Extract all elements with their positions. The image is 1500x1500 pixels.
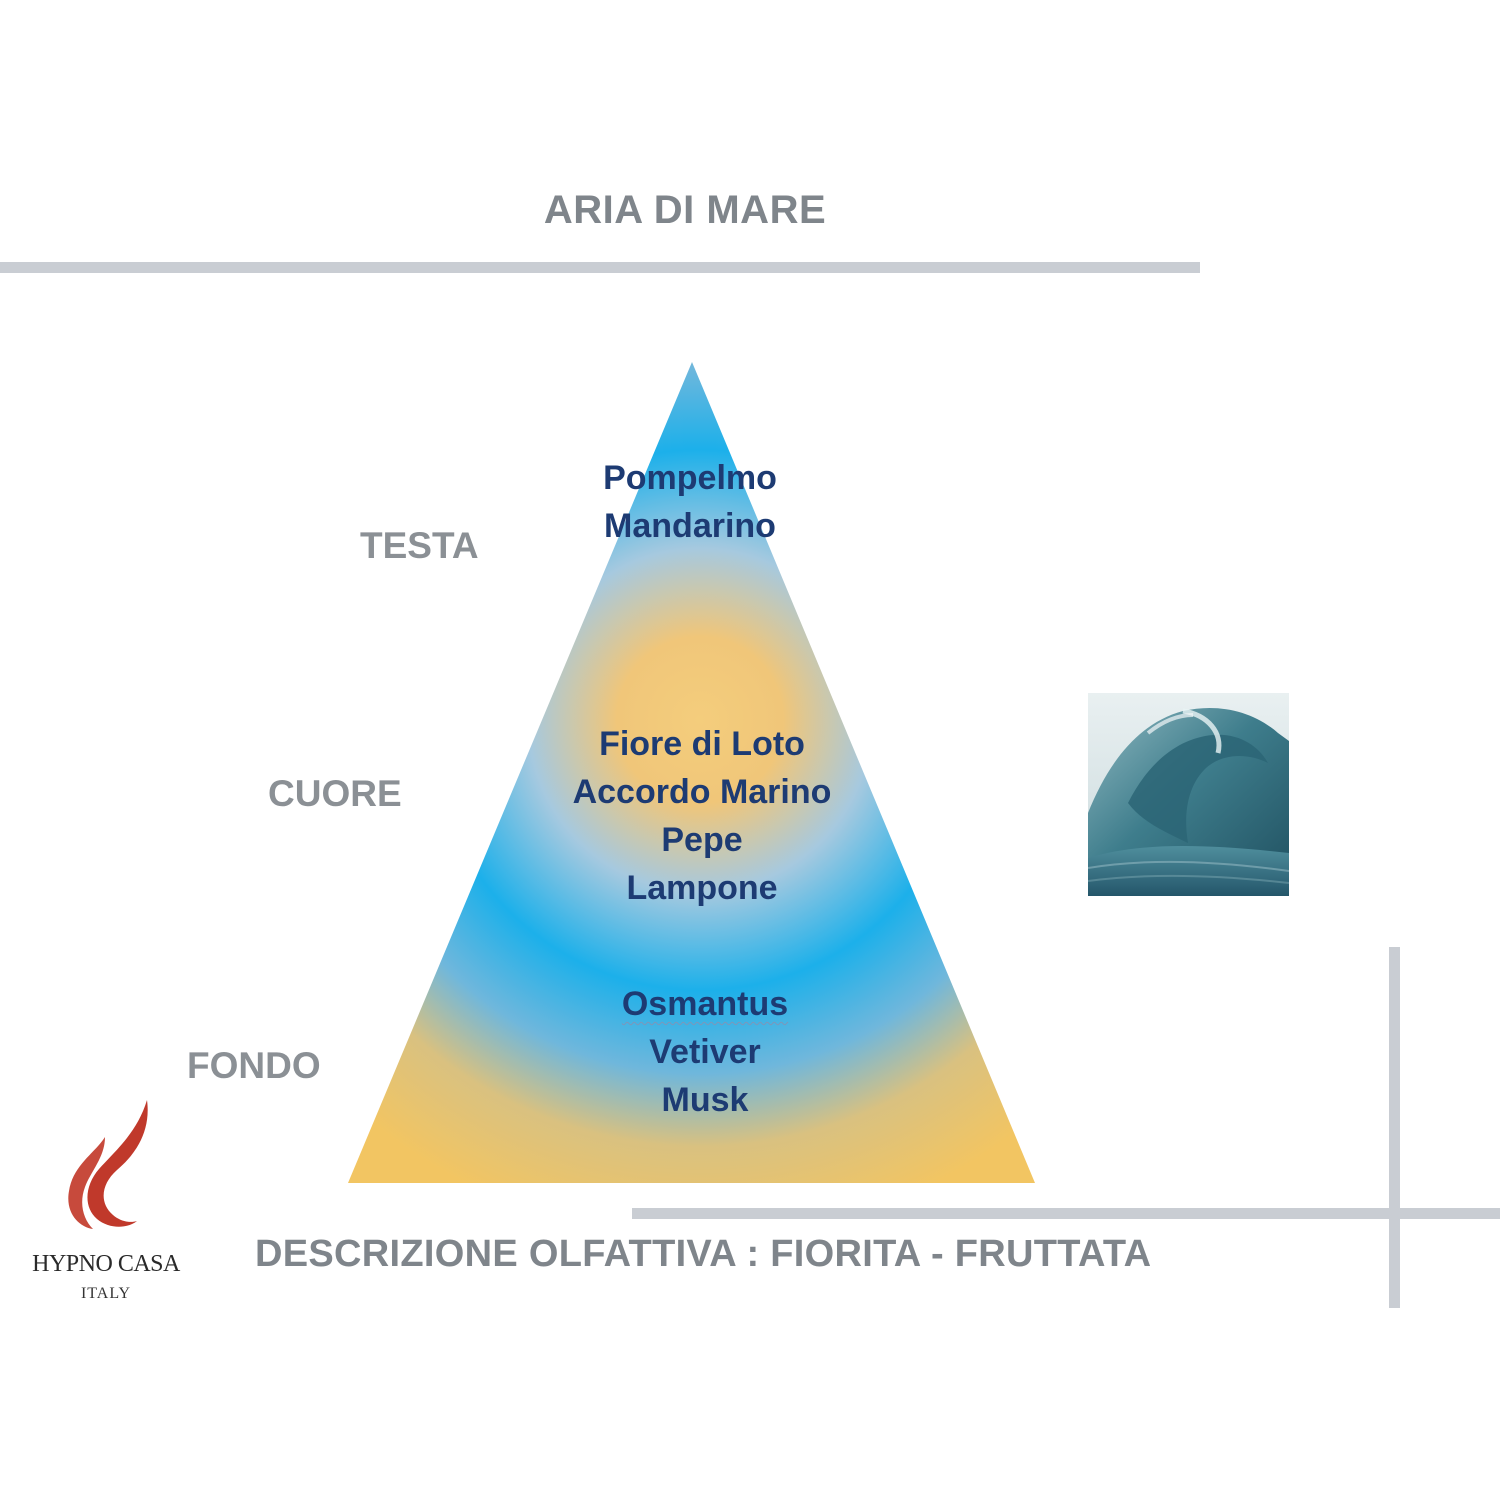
logo-subtitle: ITALY	[80, 1285, 132, 1302]
pyramid-shape	[348, 362, 1035, 1183]
base-notes: Osmantus Vetiver Musk	[560, 980, 850, 1124]
logo-name: HYPNO CASA	[32, 1251, 180, 1277]
note-item: Fiore di Loto	[599, 725, 805, 763]
note-item: Vetiver	[649, 1033, 761, 1071]
ocean-wave-icon	[1088, 693, 1289, 896]
note-item: Pepe	[661, 821, 743, 859]
vertical-divider	[1389, 947, 1400, 1308]
note-item: Osmantus	[621, 985, 789, 1023]
note-item: Lampone	[626, 869, 778, 907]
olfactory-description: DESCRIZIONE OLFATTIVA : FIORITA - FRUTTA…	[255, 1233, 1152, 1275]
bottom-divider	[632, 1208, 1500, 1219]
note-item: Accordo Marino	[572, 773, 832, 811]
top-notes: Pompelmo Mandarino	[540, 454, 840, 550]
page-title: ARIA DI MARE	[543, 188, 827, 232]
tier-label-base: FONDO	[187, 1045, 321, 1086]
note-item: Mandarino	[604, 507, 776, 545]
top-divider	[0, 262, 1200, 273]
flame-logo-icon	[68, 1100, 148, 1229]
heart-notes: Fiore di Loto Accordo Marino Pepe Lampon…	[530, 720, 874, 912]
note-item: Pompelmo	[603, 459, 777, 497]
tier-label-top: TESTA	[360, 525, 479, 566]
tier-label-heart: CUORE	[268, 773, 402, 814]
note-item: Musk	[661, 1081, 749, 1119]
